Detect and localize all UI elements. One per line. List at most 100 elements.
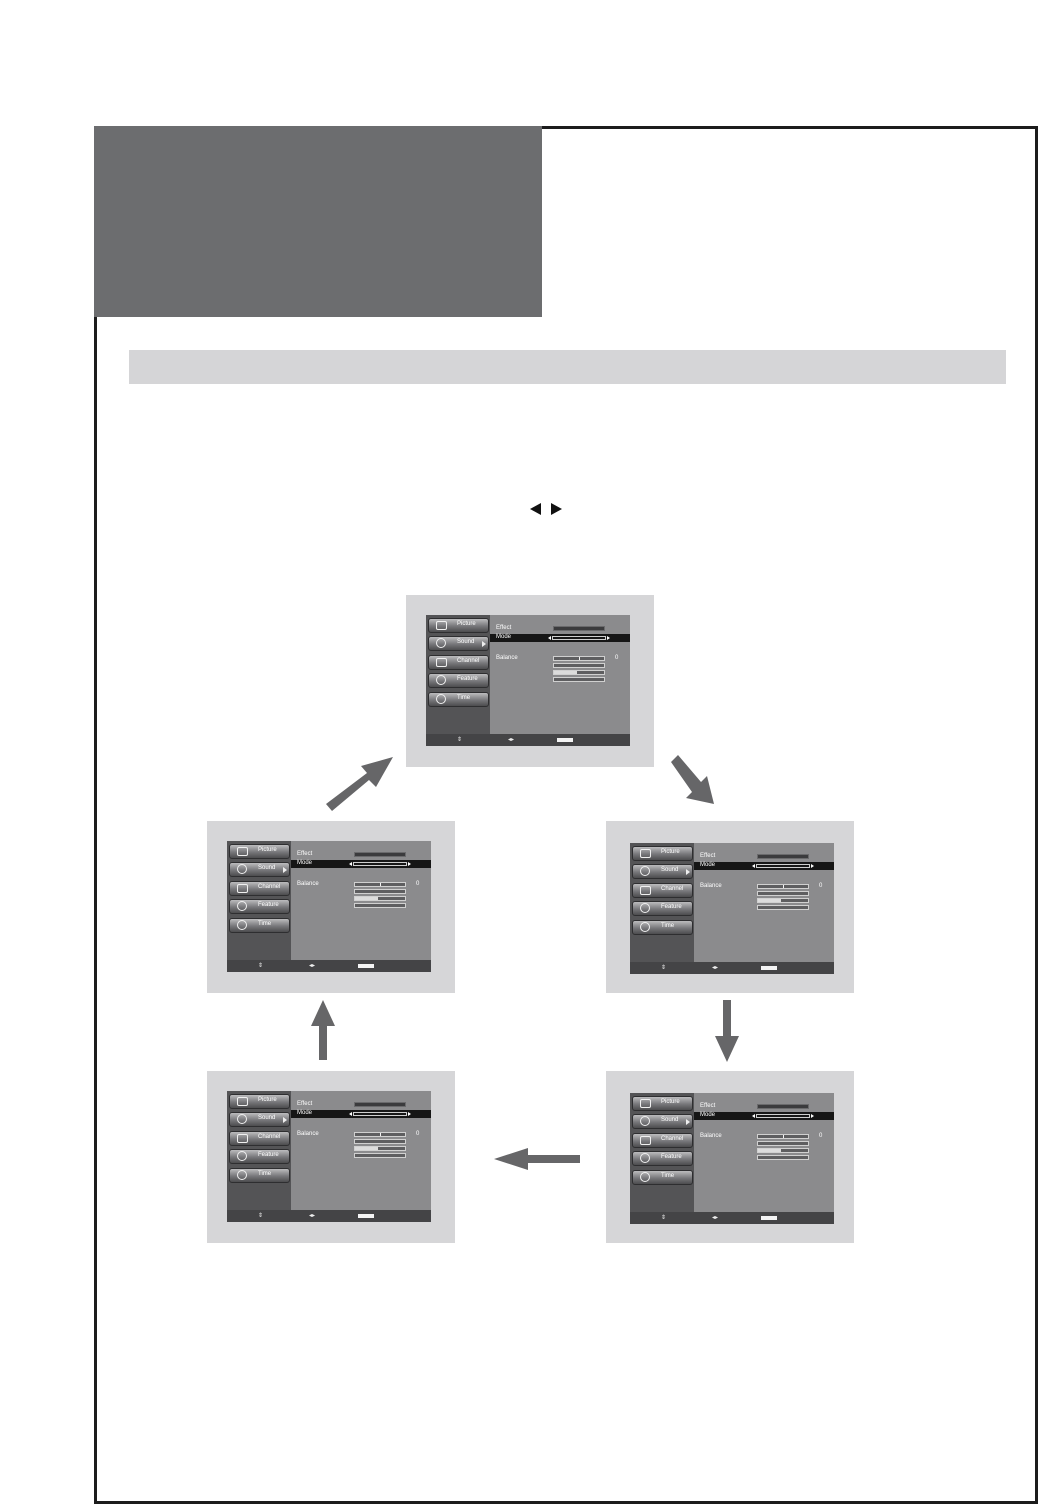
menu-button-icon <box>557 738 573 742</box>
effect-bar[interactable] <box>757 1104 809 1109</box>
mode-selector[interactable] <box>552 636 606 640</box>
mode-right-arrow-icon[interactable] <box>408 1112 411 1116</box>
mode-row-highlight[interactable] <box>694 1112 834 1120</box>
menu-item-picture[interactable]: Picture <box>632 1096 693 1111</box>
menu-item-channel[interactable]: Channel <box>632 1133 693 1148</box>
menu-item-channel[interactable]: Channel <box>229 1131 290 1146</box>
menu-item-sound[interactable]: Sound <box>229 862 290 877</box>
eq-bar[interactable] <box>757 1141 809 1146</box>
menu-item-feature[interactable]: Feature <box>229 1149 290 1164</box>
menu-item-feature[interactable]: Feature <box>632 1151 693 1166</box>
eq-bar[interactable] <box>757 905 809 910</box>
eq-bar[interactable] <box>354 889 406 894</box>
menu-item-channel[interactable]: Channel <box>632 883 693 898</box>
osd-footer: ⇕ ◂▸ <box>227 960 431 972</box>
osd-screen: Picture Sound Channel Feature Time Effec… <box>630 843 834 974</box>
effect-bar[interactable] <box>354 1102 406 1107</box>
menu-item-sound[interactable]: Sound <box>632 1114 693 1129</box>
section-heading-bar <box>129 350 1006 384</box>
mode-selector[interactable] <box>353 1112 407 1116</box>
menu-item-sound[interactable]: Sound <box>632 864 693 879</box>
eq-bar[interactable] <box>757 891 809 896</box>
mode-right-arrow-icon[interactable] <box>811 864 814 868</box>
menu-item-time[interactable]: Time <box>229 918 290 933</box>
menu-item-channel[interactable]: Channel <box>229 881 290 896</box>
tv-menu-screenshot-2: Picture Sound Channel Feature Time Effec… <box>606 821 854 993</box>
mode-selector[interactable] <box>353 862 407 866</box>
channel-icon <box>237 1134 248 1143</box>
speaker-icon <box>436 638 446 648</box>
clock-icon <box>436 694 446 704</box>
adjust-hint-icon: ◂▸ <box>712 965 719 971</box>
clock-icon <box>237 1170 247 1180</box>
osd-footer: ⇕ ◂▸ <box>227 1210 431 1222</box>
speaker-icon <box>237 864 247 874</box>
menu-item-feature[interactable]: Feature <box>229 899 290 914</box>
mode-row-highlight[interactable] <box>694 862 834 870</box>
eq-bar[interactable] <box>553 663 605 668</box>
effect-bar[interactable] <box>757 854 809 859</box>
eq-bar[interactable] <box>757 898 809 903</box>
eq-bar[interactable] <box>553 670 605 675</box>
mode-left-arrow-icon[interactable] <box>752 1114 755 1118</box>
submenu-arrow-icon <box>283 1117 287 1123</box>
left-triangle-icon <box>530 503 541 515</box>
balance-bar[interactable] <box>757 884 809 889</box>
mode-row-highlight[interactable] <box>291 1110 431 1118</box>
menu-item-feature[interactable]: Feature <box>428 673 489 688</box>
menu-item-sound[interactable]: Sound <box>229 1112 290 1127</box>
menu-item-time[interactable]: Time <box>632 920 693 935</box>
osd-footer: ⇕ ◂▸ <box>426 734 630 746</box>
balance-label: Balance <box>297 881 319 887</box>
eq-bar[interactable] <box>553 677 605 682</box>
osd-screen: Picture Sound Channel Feature Time Effec… <box>630 1093 834 1224</box>
tv-icon <box>237 1097 248 1106</box>
mode-selector[interactable] <box>756 864 810 868</box>
mode-left-arrow-icon[interactable] <box>349 862 352 866</box>
menu-button-icon <box>761 966 777 970</box>
mode-label: Mode <box>297 1110 313 1116</box>
eq-bar[interactable] <box>354 1153 406 1158</box>
mode-label: Mode <box>700 1112 716 1118</box>
arrow-left <box>494 1148 580 1170</box>
eq-bar[interactable] <box>757 1155 809 1160</box>
eq-bar[interactable] <box>354 1146 406 1151</box>
mode-left-arrow-icon[interactable] <box>349 1112 352 1116</box>
mode-right-arrow-icon[interactable] <box>607 636 610 640</box>
osd-menu-sidebar: Picture Sound Channel Feature Time <box>227 1091 291 1210</box>
menu-item-time[interactable]: Time <box>229 1168 290 1183</box>
mode-left-arrow-icon[interactable] <box>548 636 551 640</box>
mode-selector[interactable] <box>756 1114 810 1118</box>
mode-row-highlight[interactable] <box>291 860 431 868</box>
menu-item-picture[interactable]: Picture <box>428 618 489 633</box>
menu-item-picture[interactable]: Picture <box>229 1094 290 1109</box>
menu-item-channel[interactable]: Channel <box>428 655 489 670</box>
eq-bar[interactable] <box>757 1148 809 1153</box>
menu-item-time[interactable]: Time <box>428 692 489 707</box>
menu-item-feature[interactable]: Feature <box>632 901 693 916</box>
balance-bar[interactable] <box>354 1132 406 1137</box>
menu-item-picture[interactable]: Picture <box>229 844 290 859</box>
arrow-down <box>715 1000 739 1062</box>
channel-icon <box>436 658 447 667</box>
balance-value: 0 <box>615 655 619 661</box>
osd-footer: ⇕ ◂▸ <box>630 1212 834 1224</box>
gear-icon <box>640 903 650 913</box>
menu-item-time[interactable]: Time <box>632 1170 693 1185</box>
menu-item-picture[interactable]: Picture <box>632 846 693 861</box>
eq-bar[interactable] <box>354 903 406 908</box>
mode-row-highlight[interactable] <box>490 634 630 642</box>
mode-right-arrow-icon[interactable] <box>811 1114 814 1118</box>
balance-bar[interactable] <box>757 1134 809 1139</box>
eq-bar[interactable] <box>354 1139 406 1144</box>
effect-bar[interactable] <box>553 626 605 631</box>
clock-icon <box>237 920 247 930</box>
balance-bar[interactable] <box>553 656 605 661</box>
page-frame <box>94 126 1038 1504</box>
mode-left-arrow-icon[interactable] <box>752 864 755 868</box>
mode-right-arrow-icon[interactable] <box>408 862 411 866</box>
balance-bar[interactable] <box>354 882 406 887</box>
effect-bar[interactable] <box>354 852 406 857</box>
menu-item-sound[interactable]: Sound <box>428 636 489 651</box>
eq-bar[interactable] <box>354 896 406 901</box>
